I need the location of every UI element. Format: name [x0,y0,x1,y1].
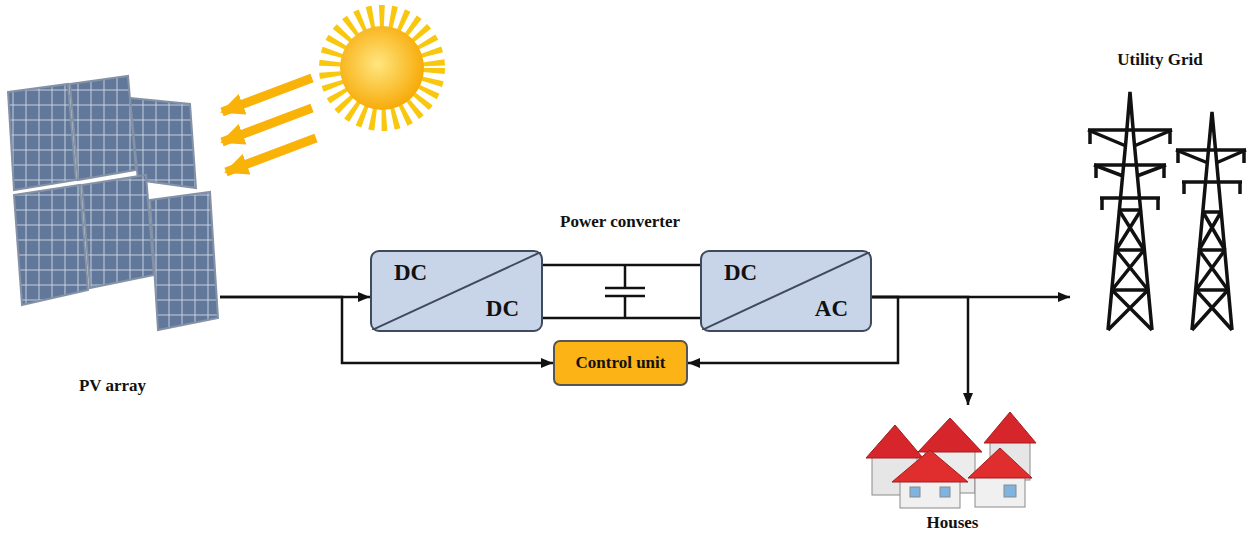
converter-label: DC [486,296,519,322]
diagonal-line [372,252,541,330]
dc-ac-inverter: DC AC [700,250,872,332]
icon-caption: Utility Grid [1117,50,1202,70]
transmission-towers [1088,92,1246,330]
dc-dc-converter: DC DC [370,250,543,332]
houses: Houses [860,405,1045,533]
dc-link-capacitor [543,265,700,318]
power-wire [543,264,700,267]
pv-array: PV array [5,86,220,396]
diagonal-line [702,252,870,330]
pv-panels [8,76,218,330]
icon-caption: Houses [927,513,979,533]
converter-label: AC [815,296,848,322]
icon-caption: PV array [79,376,146,396]
converter-label: DC [394,260,427,286]
box-label: Control unit [576,353,666,373]
utility-grid: Utility Grid [1070,50,1250,335]
power-wire [872,297,968,405]
converter-label: DC [724,260,757,286]
group-label: Power converter [560,212,680,232]
sun-icon [330,16,434,120]
houses-icon [866,412,1036,508]
control-unit: Control unit [553,340,688,386]
sunlight-arrows [222,78,316,172]
